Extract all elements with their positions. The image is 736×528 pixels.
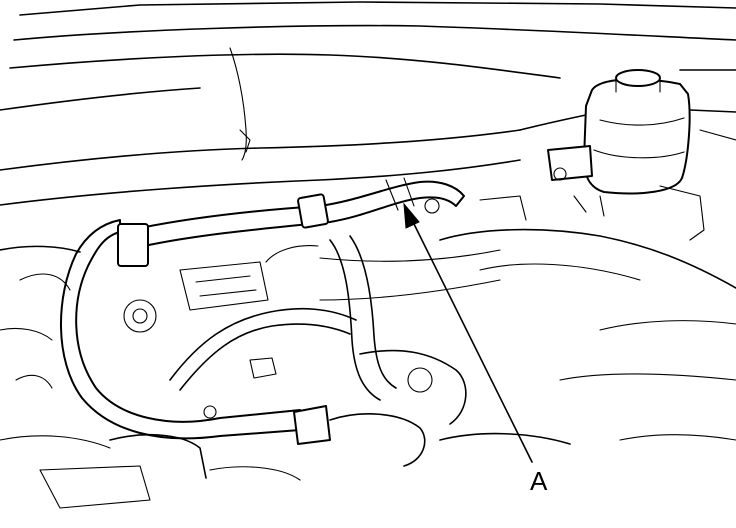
return-hose xyxy=(59,177,465,445)
callout-a: A xyxy=(403,202,548,496)
leader-line xyxy=(411,219,533,463)
power-steering-reservoir xyxy=(547,69,691,217)
hose-clamp xyxy=(424,198,440,214)
reservoir-bracket xyxy=(547,145,593,181)
reservoir-cap xyxy=(615,69,661,87)
hose-clamp xyxy=(293,405,331,445)
hose-clamp xyxy=(297,193,329,229)
engine-components xyxy=(0,185,736,509)
callout-label: A xyxy=(530,466,548,496)
hose-clamp xyxy=(117,223,149,267)
leader-arrowhead xyxy=(403,202,420,229)
hood-panel xyxy=(0,1,736,206)
